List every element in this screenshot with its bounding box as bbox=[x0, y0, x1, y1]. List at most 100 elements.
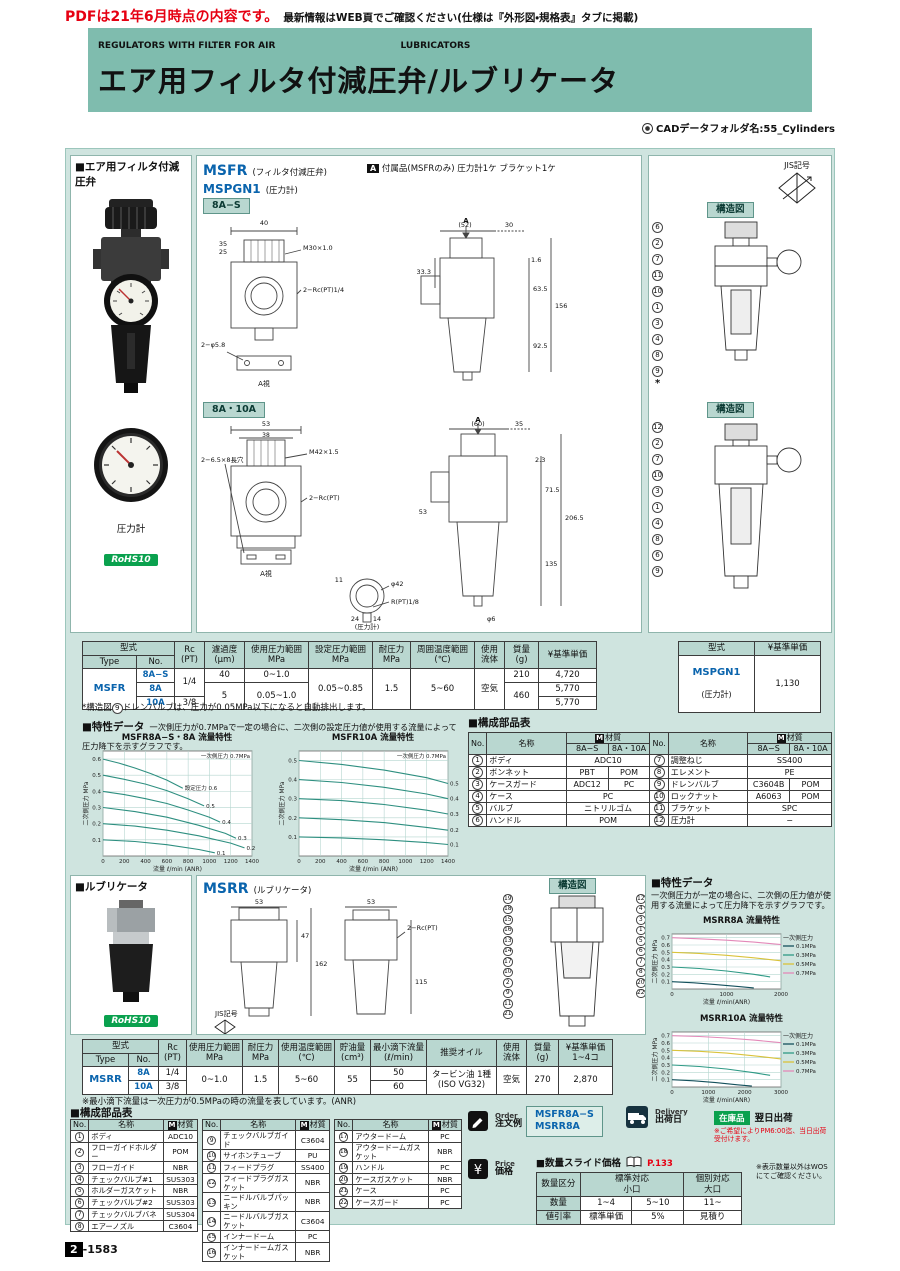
callout-number: 10 bbox=[652, 470, 663, 481]
page-header: REGULATORS WITH FILTER FOR AIR LUBRICATO… bbox=[88, 28, 812, 112]
slide-title: ■数量スライド価格 bbox=[536, 1158, 621, 1169]
msrr-structure-diagram bbox=[550, 895, 604, 1027]
dim-label: 35 bbox=[515, 420, 523, 428]
dim-label: 30 bbox=[505, 221, 513, 229]
no-cell: 8A bbox=[136, 681, 175, 697]
model-cell: MSFR bbox=[82, 668, 137, 711]
col-header: No. bbox=[136, 654, 175, 670]
msrr-dimension-drawing: 53 47 162 53 2−Rc(PT) 115 JIS記号 bbox=[214, 898, 438, 1034]
col-header: 耐圧力 MPa bbox=[372, 640, 411, 670]
dim-label: 38 bbox=[262, 432, 270, 439]
slide-note: ※表示数量以外はWOSにてご確認ください。 bbox=[756, 1163, 828, 1181]
view-label: A視 bbox=[258, 379, 270, 388]
msfr-8a10a-dimension-drawing: 53 38 2−6.5×8長穴 M42×1.5 2−Rc(PT) A視 (圧力計… bbox=[201, 416, 584, 631]
star-mark: * bbox=[655, 378, 661, 389]
msrr-title-row: MSRR (ルブリケータ) bbox=[203, 878, 311, 897]
svg-text:1400: 1400 bbox=[245, 859, 259, 865]
callout-number: 3 bbox=[652, 318, 663, 329]
callout-number: 9 bbox=[652, 366, 663, 377]
dim-label: 14 bbox=[373, 615, 381, 623]
dim-label: 2−Rc(PT) bbox=[309, 494, 340, 502]
svg-text:3000: 3000 bbox=[774, 1090, 788, 1096]
dim-label: 53 bbox=[419, 508, 427, 516]
page-number: 2-1583 bbox=[65, 1238, 118, 1257]
structure-panel: JIS記号 構造図 bbox=[648, 155, 832, 633]
dim-label: 47 bbox=[301, 932, 309, 940]
dim-label: 162 bbox=[315, 960, 327, 968]
dim-label: 35 bbox=[219, 240, 227, 248]
material-mark: M bbox=[776, 734, 786, 743]
characteristics-desc: 一次側圧力が一定の場合に、二次側の圧力値が使用する流量によって圧力降下を示すグラ… bbox=[651, 890, 831, 911]
structure-diagram-8as bbox=[714, 221, 802, 361]
callout-number: 12 bbox=[636, 894, 645, 904]
svg-text:0.1: 0.1 bbox=[661, 979, 670, 985]
svg-text:600: 600 bbox=[162, 859, 173, 865]
model-cell: MSRR bbox=[82, 1066, 129, 1095]
dim-label: 11 bbox=[335, 576, 343, 584]
svg-text:0.3: 0.3 bbox=[92, 806, 101, 812]
svg-text:一次側圧力 0.7MPa: 一次側圧力 0.7MPa bbox=[397, 752, 446, 760]
callout-number: 8 bbox=[636, 967, 645, 977]
callout-number: 1 bbox=[652, 302, 663, 313]
dim-label: 40 bbox=[260, 219, 268, 227]
section-arrow-label: A bbox=[463, 217, 469, 225]
svg-text:0.3: 0.3 bbox=[661, 1063, 670, 1069]
dim-label: 24 bbox=[351, 615, 359, 623]
regulator-characteristics-header: ■特性データ 一次側圧力が0.7MPaで一定の場合に、二次側の設定圧力値が使用す… bbox=[82, 715, 462, 753]
cad-folder-label: CADデータフォルダ名:55_Cylinders bbox=[656, 124, 835, 135]
msfr-8as-dimension-drawing: 40 35 25 2−φ5.8 M30×1.0 2−Rc(PT)1/4 A視 (… bbox=[201, 217, 567, 388]
page-title: エア用フィルタ付減圧弁/ルブリケータ bbox=[98, 64, 620, 98]
callout-number: 8 bbox=[652, 350, 663, 361]
svg-text:1000: 1000 bbox=[202, 859, 216, 865]
table-row: MSPGN1 (圧力計) 1,130 bbox=[678, 654, 821, 714]
svg-text:2000: 2000 bbox=[738, 1090, 752, 1096]
dim-label: 2.3 bbox=[535, 456, 545, 464]
col-header: 型式 bbox=[82, 641, 175, 656]
svg-text:0.1MPa: 0.1MPa bbox=[796, 944, 816, 950]
quantity-slide-table: 数量区分 標準対応 小口 個別対応 大口 数量 1~4 5~10 11~ 値引率… bbox=[536, 1171, 742, 1225]
material-mark: M bbox=[431, 1121, 441, 1130]
svg-text:0.3: 0.3 bbox=[661, 965, 670, 971]
notice-black-text: 最新情報はWEB頁でご確認ください(仕様は『外形図・規格表』タブに掲載) bbox=[283, 12, 639, 24]
svg-text:一次側圧力: 一次側圧力 bbox=[783, 1032, 813, 1040]
col-header: 周囲温度範囲 (℃) bbox=[410, 640, 475, 670]
callout-number: 17 bbox=[503, 957, 513, 967]
dim-label: φ42 bbox=[391, 580, 404, 588]
callout-number: 4 bbox=[652, 334, 663, 345]
svg-text:0.7: 0.7 bbox=[661, 1033, 670, 1039]
callout-number: 4 bbox=[636, 904, 645, 914]
material-mark: M bbox=[595, 734, 605, 743]
accessory-note-text: 付属品(MSFRのみ) 圧力計1ケ ブラケット1ケ bbox=[381, 164, 556, 174]
stock-note: ※ご希望によりPM6:00迄、当日出荷受付けます。 bbox=[714, 1127, 827, 1144]
msrr-model-title: MSRR bbox=[203, 881, 249, 897]
regulator-section-label: ■エア用フィルタ付減圧弁 bbox=[75, 161, 180, 188]
svg-text:800: 800 bbox=[379, 859, 390, 865]
characteristics-title: ■特性データ bbox=[82, 721, 145, 733]
table-row: 値引率 標準単価 5% 見積り bbox=[536, 1209, 742, 1225]
dim-label: 2−Rc(PT) bbox=[407, 924, 438, 932]
dim-label: 2−6.5×8長穴 bbox=[201, 456, 244, 464]
svg-text:一次側圧力: 一次側圧力 bbox=[783, 934, 813, 942]
stock-ship-label: 翌日出荷 bbox=[754, 1113, 793, 1124]
callout-number: 2 bbox=[652, 238, 663, 249]
material-mark: M bbox=[299, 1121, 309, 1130]
callout-number: 20 bbox=[636, 978, 645, 988]
lubricator-product-photo bbox=[107, 900, 155, 1002]
col-header: ¥基準単価 bbox=[754, 641, 821, 656]
notice-red-text: PDFは21年6月時点の内容です。 bbox=[65, 9, 279, 25]
svg-text:0.4: 0.4 bbox=[661, 1055, 670, 1061]
